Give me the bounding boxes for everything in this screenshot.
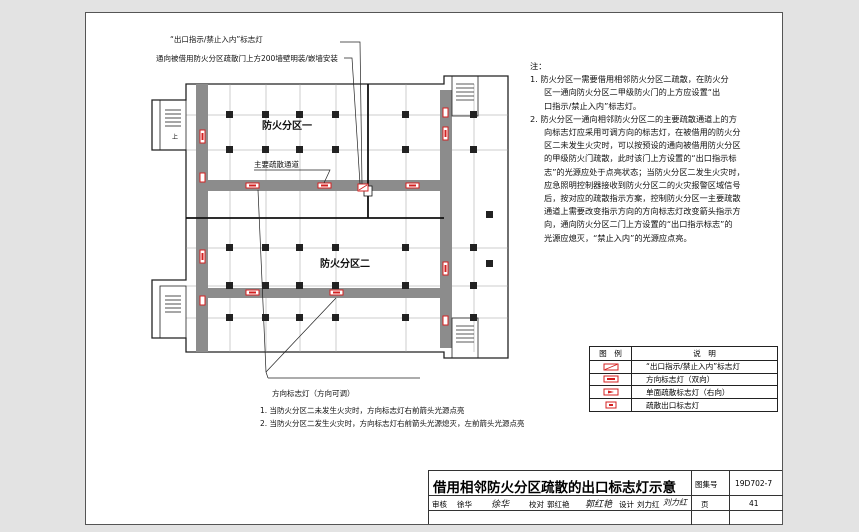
designer-signature: 刘力红 bbox=[663, 498, 687, 507]
checker-name: 郭红艳 bbox=[547, 500, 570, 509]
page-label: 页 bbox=[701, 500, 709, 509]
note-line: 2. 防火分区一通向相邻防火分区二的主要疏散通道上的方 bbox=[530, 113, 737, 124]
legend-row: 单面疏散标志灯（右向） bbox=[590, 385, 777, 399]
note-line: 向标志灯应采用可调方向的标志灯，在被借用的防火分 bbox=[544, 127, 741, 138]
direction-sign-annotation: 方向标志灯（方向可调） bbox=[272, 389, 355, 398]
leader-lines bbox=[254, 41, 420, 379]
note-line: 1. 防火分区一需要借用相邻防火分区二疏散，在防火分 bbox=[530, 74, 729, 85]
legend-item-label: 疏散出口标志灯 bbox=[646, 400, 700, 410]
note-line: 志”的光源应处于点亮状态；当防火分区二发生火灾时， bbox=[544, 166, 745, 177]
note-line: 的甲级防火门疏散，此时该门上方设置的“出口指示标 bbox=[544, 153, 737, 164]
stairwells bbox=[159, 75, 479, 359]
note-line: 光源应熄灭，“禁止入内”的光源应点亮。 bbox=[544, 232, 692, 243]
designer-name: 刘力红 bbox=[637, 500, 660, 509]
direction-sign bbox=[199, 107, 449, 326]
note-line: 应急照明控制器接收到防火分区二的火灾报警区域信号 bbox=[544, 179, 741, 190]
reviewer-name: 徐华 bbox=[457, 500, 472, 509]
legend-row: “出口指示/禁止入内”标志灯 bbox=[590, 359, 777, 373]
legend-header: 图 例 说 明 bbox=[590, 347, 777, 360]
stair-mark: 上 bbox=[172, 134, 179, 141]
title-block: 借用相邻防火分区疏散的出口标志灯示意 图集号 19D702-7 审核 徐华 徐华… bbox=[428, 470, 783, 525]
legend-item-label: “出口指示/禁止入内”标志灯 bbox=[646, 362, 740, 372]
notes-block: 注： 1. 防火分区一需要借用相邻防火分区二疏散，在防火分 区一通向防火分区二甲… bbox=[530, 60, 770, 245]
legend-item-label: 方向标志灯（双向） bbox=[646, 374, 715, 384]
zone-two-label: 防火分区二 bbox=[320, 259, 370, 270]
notes-heading: 注： bbox=[530, 61, 547, 71]
drawing-title: 借用相邻防火分区疏散的出口标志灯示意 bbox=[433, 480, 676, 496]
note-line: 后，按对应的疏散指示方案，控制防火分区一主要疏散 bbox=[544, 193, 741, 204]
legend-header-symbol: 图 例 bbox=[590, 347, 632, 360]
checker-signature: 郭红艳 bbox=[585, 500, 613, 510]
sign-exit-forbidden bbox=[357, 183, 369, 192]
note-line: 区一通向防火分区二甲级防火门的上方应设置“出 bbox=[544, 87, 721, 98]
door-install-annotation: 通向被借用防火分区疏散门上方200墙壁明装/嵌墙安装 bbox=[156, 54, 338, 63]
exit-forbidden-sign-icon bbox=[603, 363, 618, 371]
exit-sign-icon bbox=[605, 401, 616, 409]
columns bbox=[226, 111, 493, 321]
legend-item-label: 单面疏散标志灯（右向） bbox=[646, 387, 730, 397]
right-arrow-sign-icon bbox=[603, 388, 618, 396]
atlas-label: 图集号 bbox=[695, 480, 718, 489]
reviewer-signature: 徐华 bbox=[491, 500, 510, 510]
zone-one-label: 防火分区一 bbox=[262, 121, 312, 132]
legend-row: 方向标志灯（双向） bbox=[590, 372, 777, 386]
legend-header-desc: 说 明 bbox=[693, 348, 716, 358]
note-line: 区二未发生火灾时，可以按预设的通向被借用防火分区 bbox=[544, 140, 741, 151]
design-label: 设计 bbox=[619, 500, 634, 509]
review-label: 审核 bbox=[432, 500, 447, 509]
check-label: 校对 bbox=[529, 500, 544, 509]
bottom-note-2: 2. 当防火分区二发生火灾时，方向标志灯右前箭头光源熄灭，左前箭头光源点亮 bbox=[260, 419, 525, 428]
atlas-number: 19D702-7 bbox=[735, 479, 773, 488]
page-number: 41 bbox=[749, 499, 759, 508]
main-corridor-label: 主要疏散通道 bbox=[254, 160, 299, 169]
bidirectional-sign-icon bbox=[603, 375, 618, 383]
note-line: 通道上需要改变指示方向的方向标志灯改变箭头指示方 bbox=[544, 206, 741, 217]
note-line: 口指示/禁止入内”标志灯。 bbox=[544, 100, 642, 111]
bottom-note-1: 1. 当防火分区二未发生火灾时，方向标志灯右前箭头光源点亮 bbox=[260, 406, 465, 415]
exit-sign-annotation: “出口指示/禁止入内”标志灯 bbox=[170, 35, 263, 44]
legend-row: 疏散出口标志灯 bbox=[590, 398, 777, 411]
legend-table: 图 例 说 明 “出口指示/禁止入内”标志灯 方向标志灯（双向） 单面疏散标志灯… bbox=[589, 346, 778, 412]
note-line: 向，通向防火分区二门上方设置的“出口指示标志”的 bbox=[544, 219, 733, 230]
